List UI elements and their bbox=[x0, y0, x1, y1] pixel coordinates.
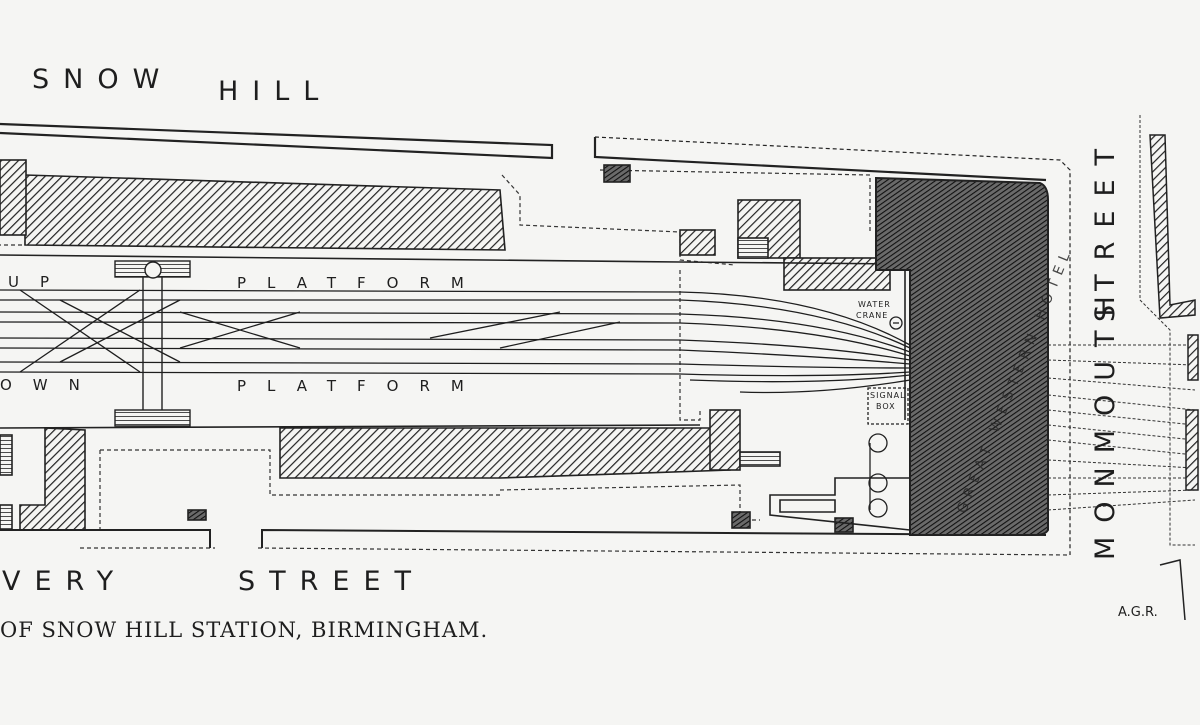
footbridge bbox=[114, 260, 191, 427]
water-crane-label-2: CRANE bbox=[856, 311, 889, 320]
signature: A.G.R. bbox=[1118, 605, 1158, 620]
monmouth-lines bbox=[1047, 115, 1196, 546]
up-platform-left-label: UP bbox=[8, 273, 71, 291]
up-platform-label: PLATFORM bbox=[237, 274, 485, 292]
livery-street-left-label: VERY bbox=[2, 566, 128, 597]
water-crane-label-1: WATER bbox=[858, 300, 891, 309]
snow-hill-label-1: SNOW bbox=[32, 64, 174, 95]
signal-box-label-2: BOX bbox=[876, 402, 896, 411]
signal-box-area bbox=[867, 387, 909, 518]
signal-box-label-1: SIGNAL bbox=[870, 391, 906, 400]
snow-hill-kerb bbox=[0, 122, 1071, 555]
map-caption: OF SNOW HILL STATION, BIRMINGHAM. bbox=[0, 618, 489, 642]
down-platform-left-label: OWN bbox=[0, 376, 101, 394]
down-platform-label: PLATFORM bbox=[237, 377, 485, 395]
livery-street-kerb bbox=[0, 528, 1047, 548]
snow-hill-label-2: HILL bbox=[218, 76, 333, 107]
tracks bbox=[0, 289, 911, 394]
right-buildings bbox=[1149, 134, 1199, 621]
livery-street-label: STREET bbox=[238, 566, 426, 597]
monmouth-street-label-2: MONMOUTH bbox=[1090, 282, 1121, 560]
upper-buildings bbox=[0, 159, 891, 291]
property-boundaries bbox=[0, 169, 1071, 556]
water-crane-icon bbox=[889, 316, 903, 330]
lower-buildings bbox=[0, 409, 911, 533]
hotel-building bbox=[875, 176, 1049, 536]
